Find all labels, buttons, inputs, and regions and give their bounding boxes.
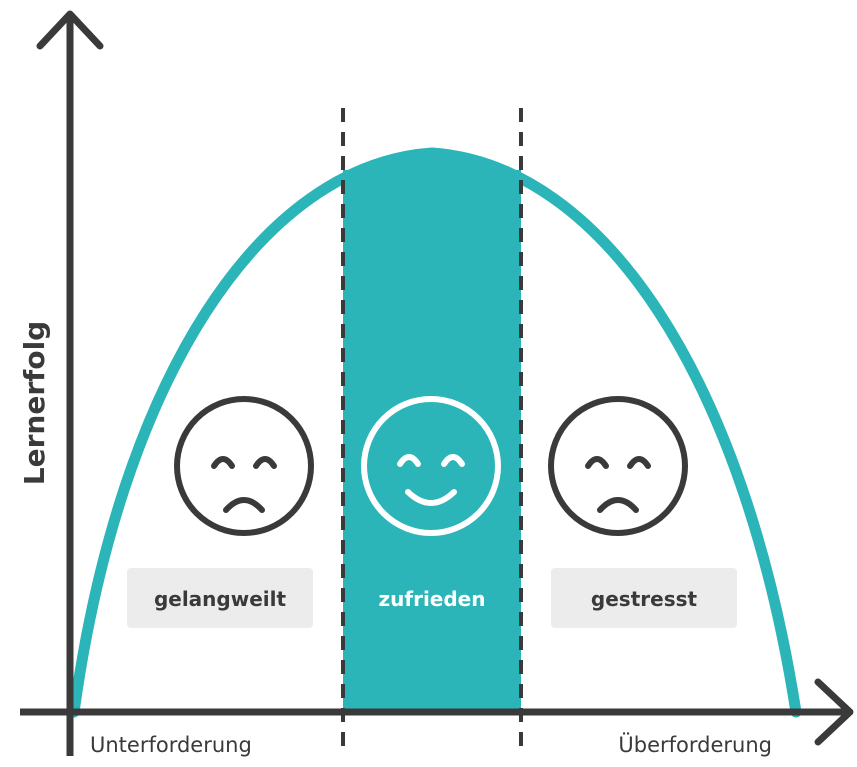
zone-label-stressed-text: gestresst bbox=[591, 587, 698, 611]
happy-face-icon bbox=[361, 396, 501, 536]
zone-label-stressed: gestresst bbox=[551, 568, 737, 628]
x-axis-right-label: Überforderung bbox=[618, 732, 772, 757]
zone-label-satisfied-text: zufrieden bbox=[379, 587, 486, 611]
learning-curve bbox=[68, 147, 802, 718]
zone-label-bored: gelangweilt bbox=[127, 568, 313, 628]
x-axis-arrow-icon bbox=[814, 678, 854, 746]
y-axis-arrow-icon bbox=[36, 10, 104, 50]
zone-label-satisfied: zufrieden bbox=[379, 587, 486, 611]
stressed-face-icon bbox=[548, 396, 688, 536]
zone-label-bored-text: gelangweilt bbox=[154, 587, 287, 611]
x-axis-left-label: Unterforderung bbox=[90, 733, 252, 757]
y-axis-title: Lernerfolg bbox=[18, 321, 51, 485]
bored-face-icon bbox=[174, 396, 314, 536]
